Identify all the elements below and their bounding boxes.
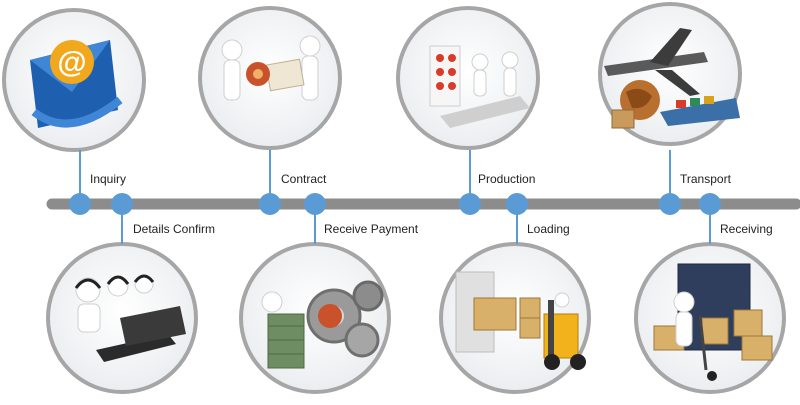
node-loading — [506, 193, 528, 215]
step-label-loading: Loading — [527, 222, 570, 236]
step-circle-receiving — [634, 242, 786, 394]
step-circle-transport — [598, 2, 742, 146]
node-transport — [659, 193, 681, 215]
node-contract — [259, 193, 281, 215]
node-receive-payment — [304, 193, 326, 215]
node-inquiry — [69, 193, 91, 215]
email-at-icon: @ — [30, 40, 123, 128]
step-circle-production — [396, 6, 540, 150]
step-label-inquiry: Inquiry — [90, 172, 127, 186]
step-label-receive-payment: Receive Payment — [324, 222, 419, 236]
step-label-transport: Transport — [680, 172, 731, 186]
node-details-confirm — [111, 193, 133, 215]
step-circle-details-confirm — [46, 242, 198, 394]
step-circle-receive-payment — [239, 242, 391, 394]
step-circle-inquiry: @ — [2, 8, 146, 152]
step-label-receiving: Receiving — [720, 222, 773, 236]
step-circle-loading — [439, 242, 591, 394]
step-label-contract: Contract — [281, 172, 327, 186]
timeline-nodes — [69, 193, 721, 215]
factory-assembly-icon — [429, 45, 530, 128]
forklift-icon — [455, 271, 586, 370]
money-gears-icon — [261, 280, 384, 369]
svg-text:@: @ — [57, 46, 86, 79]
step-label-details-confirm: Details Confirm — [133, 222, 216, 236]
hand-truck-boxes-icon — [653, 263, 773, 381]
step-label-production: Production — [478, 172, 536, 186]
node-production — [459, 193, 481, 215]
call-center-icon — [74, 274, 186, 362]
plane-ship-globe-icon — [604, 28, 740, 129]
node-receiving — [699, 193, 721, 215]
step-circle-contract — [198, 6, 342, 150]
handshake-contract-icon — [221, 35, 321, 101]
